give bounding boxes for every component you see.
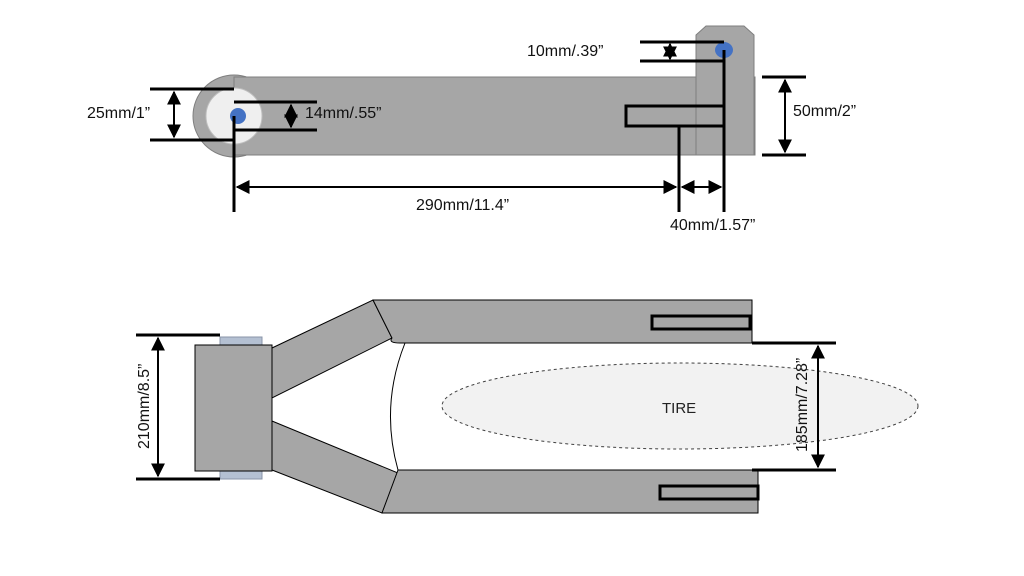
dim-arm-length: 290mm/11.4” xyxy=(416,197,509,214)
top-view: 25mm/1” 14mm/.55” 10mm/.39” 50mm/2” 290m… xyxy=(87,25,856,234)
bushing-cap-top xyxy=(219,336,263,346)
dim-pivot-outer: 25mm/1” xyxy=(87,105,150,122)
tire-label: TIRE xyxy=(662,400,696,417)
upper-adjuster-slot xyxy=(650,314,752,331)
lower-fork-arm xyxy=(381,469,759,514)
dim-pivot-hole: 14mm/.55” xyxy=(305,105,381,122)
fork-opening xyxy=(389,342,406,471)
bottom-view: TIRE 210mm/8.5” 185mm/7.28” xyxy=(136,299,919,514)
dim-arm-height: 50mm/2” xyxy=(793,103,856,120)
pivot-bolt-icon xyxy=(230,108,246,124)
dim-mount-width: 210mm/8.5” xyxy=(136,364,153,449)
lower-strut xyxy=(271,420,399,514)
arm-body xyxy=(233,76,756,156)
lower-adjuster-slot xyxy=(658,484,760,501)
dim-tire-clearance: 185mm/7.28” xyxy=(794,358,811,452)
upper-strut xyxy=(271,299,393,399)
upper-fork-arm xyxy=(372,299,753,344)
pivot-mount-block xyxy=(194,344,273,472)
dim-slot-offset: 40mm/1.57” xyxy=(670,217,755,234)
bushing-cap-bottom xyxy=(219,470,263,480)
dim-axle-offset: 10mm/.39” xyxy=(527,43,603,60)
tire-outline xyxy=(441,362,919,450)
